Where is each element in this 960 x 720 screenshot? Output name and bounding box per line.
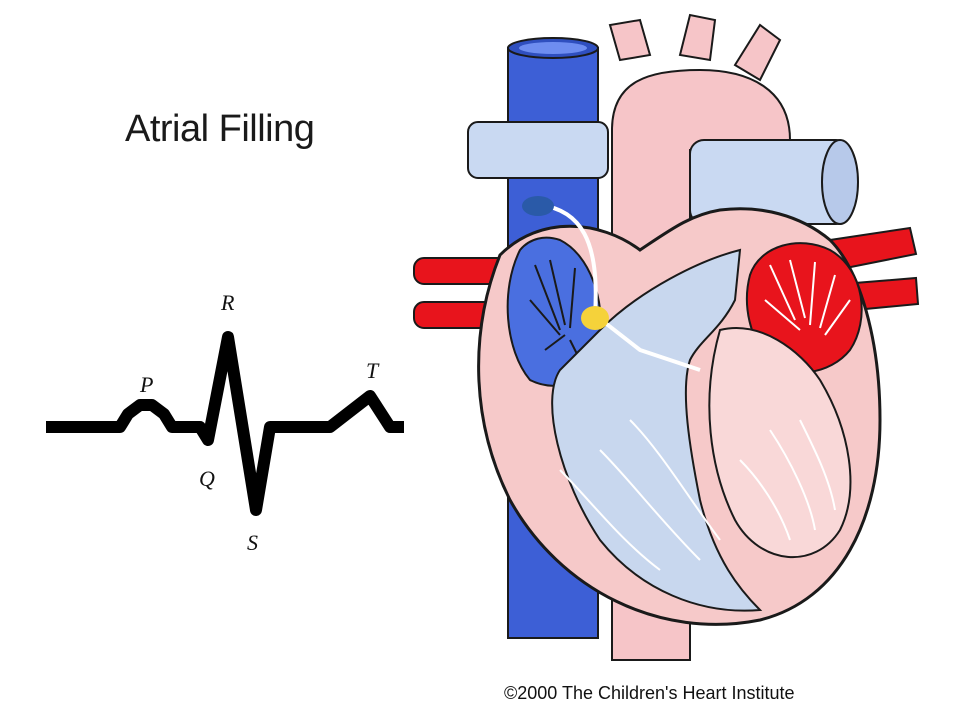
sa-node [522,196,554,216]
ecg-label-q: Q [199,466,215,491]
conduction-pathway [522,196,701,372]
left-ventricle [708,327,852,559]
ecg-trace [46,331,404,516]
right-ventricle [551,248,763,612]
right-atrium [506,236,602,387]
ecg-label-p: P [140,372,154,397]
ecg-label-t: T [366,358,379,383]
ecg-label-s: S [247,530,258,555]
av-node [581,306,609,330]
ecg-label-r: R [221,290,235,315]
diagram-title: Atrial Filling [125,108,315,150]
copyright-notice: ©2000 The Children's Heart Institute [504,683,795,703]
pulmonary-artery [467,121,859,225]
